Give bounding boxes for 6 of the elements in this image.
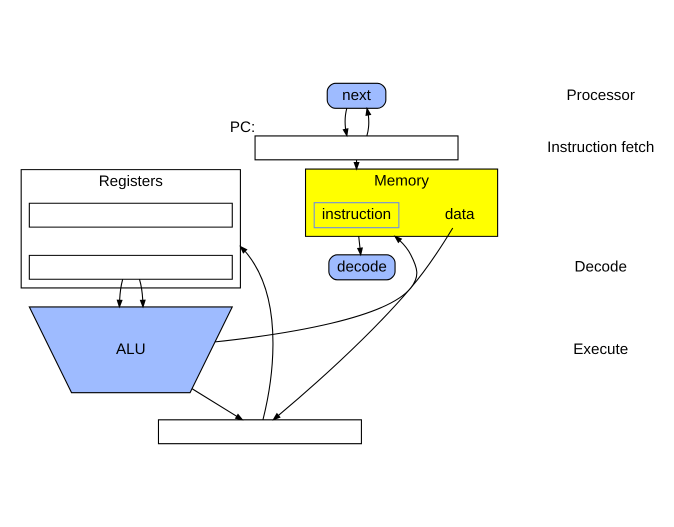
label: Instruction fetch: [547, 138, 654, 156]
label: Decode: [574, 258, 627, 276]
node-label: PC:: [230, 118, 256, 136]
node-text: data: [444, 206, 474, 224]
label: Execute: [573, 340, 628, 358]
label: Processor: [566, 86, 635, 104]
